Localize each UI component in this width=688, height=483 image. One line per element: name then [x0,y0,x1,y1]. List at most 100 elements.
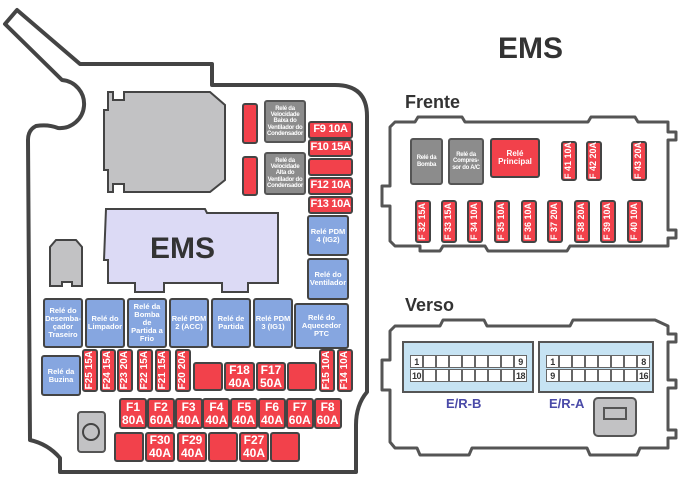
vertical-fuse: F22 15A [137,349,153,392]
verso-label: Verso [405,295,455,315]
frente-fuse-label: F 43 20A [633,142,644,180]
relay: Relé da Buzina [41,355,81,396]
side-fuse-label: F9 10A [313,123,348,136]
vertical-fuse-label: F20 20A [176,351,188,390]
frente-relay: Relé da Compres-sor do A/C [448,138,484,185]
row-fuse: F2 60A [146,398,175,429]
frente-fuse-label: F 34 10A [469,202,480,241]
vertical-fuse-label: F14 10A [338,351,350,390]
connector-pin [585,369,598,382]
mid-fuse-label: F17 50A [259,362,282,390]
connector-pin [598,369,611,382]
connector-pin [449,369,462,382]
side-fuse [308,158,353,176]
relay: Relé do Aquecedor PTC [294,303,349,349]
row-fuse-label: F6 40A [260,399,283,427]
vertical-fuse: F24 15A [100,349,116,392]
frente-fuse-label: F 36 10A [523,202,534,241]
verso-box-outline [380,318,678,457]
ems-module-label: EMS [150,232,216,265]
vertical-fuse: F21 15A [155,349,171,392]
connector-pin [475,355,488,368]
relay-label: Relé PDM 4 (IG2) [310,226,346,244]
connector-pin [436,369,449,382]
bottom-fuse-label: F27 40A [242,433,265,460]
frente-fuse: F 36 10A [521,200,537,243]
row-fuse: F6 40A [258,398,286,429]
gray-relay-label: Relé da Velocidade Alta do Ventilador do… [267,157,303,189]
row-fuse: F8 60A [313,398,342,429]
relay-label: Relé do Aquecedor PTC [301,313,342,338]
connector-pin [449,355,462,368]
frente-fuse: F 43 20A [631,141,647,181]
relay-label: Relé do Desemba-çador Traseiro [45,306,81,339]
frente-fuse-label: F 35 10A [496,202,507,241]
frente-fuse: F 42 20A [586,141,602,181]
gray-relay: Relé da Velocidade Baixa do Ventilador d… [264,100,306,143]
bottom-fuse [114,432,144,462]
frente-fuse-label: F 39 10A [602,202,613,241]
vertical-fuse: F20 20A [175,349,191,392]
vertical-fuse-label: F24 15A [101,351,113,390]
gray-relay-label: Relé da Velocidade Baixa do Ventilador d… [267,105,303,137]
relay-label: Relé do Limpador [87,314,123,331]
mid-fuse [193,362,223,391]
relay: Relé PDM 2 (ACC) [169,298,209,348]
frente-fuse: F 37 20A [547,200,563,243]
mid-fuse: F18 40A [224,362,255,391]
vertical-fuse-label: F22 15A [138,351,150,390]
connector-pin [572,355,585,368]
frente-fuse-label: F 37 20A [549,202,560,241]
frente-label: Frente [405,92,461,112]
frente-fuse: F 35 10A [494,200,510,243]
relay: Relé da Bomba de Partida a Frio [127,298,167,348]
large-gray-connector [103,91,226,193]
bolt-icon [82,423,100,441]
connector-pin [585,355,598,368]
frente-fuse-label: F 33 15A [443,202,454,241]
row-fuse-label: F4 40A [205,399,228,427]
side-fuse-label: F12 10A [310,179,351,192]
engine-fuse-box-outline [3,8,369,474]
connector-pin: 1 [410,355,423,368]
connector-pin [611,355,624,368]
frente-fuse-label: F 42 20A [588,142,599,180]
frente-box-outline [380,115,678,253]
relay-label: Relé PDM 3 (IG1) [255,314,291,331]
connector-label: E/R-B [446,396,482,411]
vertical-fuse-label: F15 10A [320,351,332,390]
side-fuse-label: F13 10A [310,198,351,211]
connector-pin [559,355,572,368]
side-fuse-label: F10 15A [310,141,351,154]
relay: Relé do Desemba-çador Traseiro [43,298,83,348]
relay: Relé PDM 4 (IG2) [307,215,349,256]
connector-pin: 16 [637,369,650,382]
connector-pin [423,369,436,382]
bottom-fuse-label: F30 40A [148,433,171,460]
connector-label: E/R-A [549,396,585,411]
relay: Relé PDM 3 (IG1) [253,298,293,348]
connector-pin [501,369,514,382]
relay-label: Relé PDM 2 (ACC) [171,314,207,331]
relay-label: Relé da Buzina [47,366,75,384]
relay: Relé de Partida [211,298,251,348]
frente-relay: Relé da Bomba [410,138,443,185]
row-fuse: F7 60A [285,398,314,429]
vertical-fuse-label: F23 20A [118,351,130,390]
connector-pin [488,355,501,368]
relay: Relé do Limpador [85,298,125,348]
vertical-fuse: F14 10A [337,349,353,392]
side-fuse: F13 10A [308,196,353,214]
connector-pin: 9 [546,369,559,382]
frente-relay-label: Relé Principal [498,148,532,166]
row-fuse-label: F3 40A [177,399,200,427]
connector-pin: 8 [637,355,650,368]
frente-fuse: F 41 10A [561,141,577,181]
connector-pin [436,355,449,368]
row-fuse-label: F8 60A [316,399,339,427]
small-red-fuse [242,156,258,196]
connector-pin [488,369,501,382]
relay-label: Relé da Bomba de Partida a Frio [131,302,163,343]
connector-pin [423,355,436,368]
side-fuse: F9 10A [308,121,353,139]
